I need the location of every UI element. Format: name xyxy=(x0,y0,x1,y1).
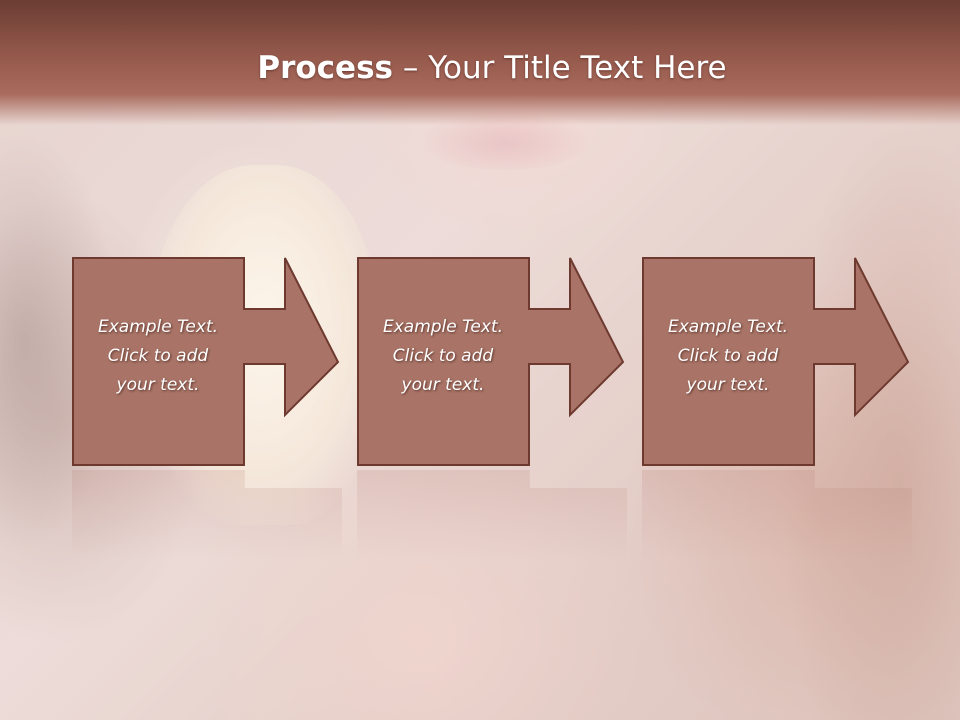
title-bar xyxy=(0,0,960,125)
title-bold-part: Process xyxy=(257,50,393,86)
process-step-3[interactable]: Example Text. Click to add your text. xyxy=(642,257,912,467)
slide-title[interactable]: Process – Your Title Text Here xyxy=(0,50,960,86)
step-arrow-shape xyxy=(72,257,340,466)
step-text[interactable]: Example Text. Click to add your text. xyxy=(667,317,789,395)
process-step-1[interactable]: Example Text. Click to add your text. xyxy=(72,257,342,467)
title-rest: – Your Title Text Here xyxy=(393,50,727,86)
step-text[interactable]: Example Text. Click to add your text. xyxy=(97,317,219,395)
step-arrow-shape xyxy=(642,257,910,466)
process-step-2[interactable]: Example Text. Click to add your text. xyxy=(357,257,627,467)
step-text[interactable]: Example Text. Click to add your text. xyxy=(382,317,504,395)
step-arrow-shape xyxy=(357,257,625,466)
